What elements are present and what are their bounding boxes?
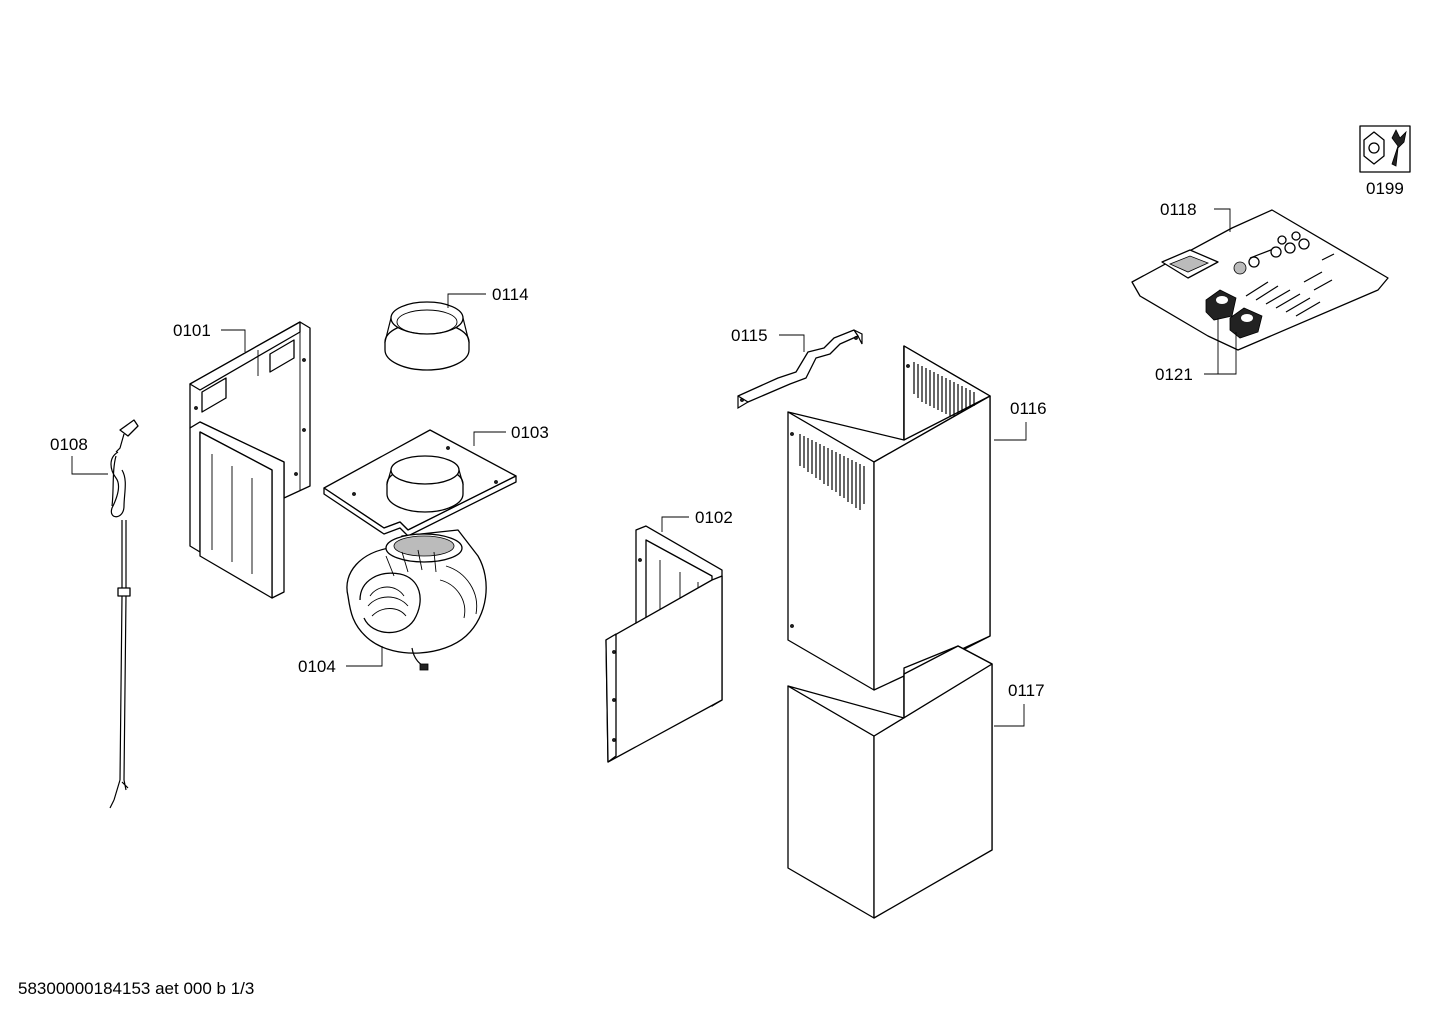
leader-0104 [346,646,383,667]
drawing-footer: 58300000184153 aet 000 b 1/3 [18,979,255,998]
label-0121[interactable]: 0121 [1155,365,1193,384]
accessory-bag-0118[interactable] [1131,209,1389,351]
hook-parts-0121[interactable] [1205,289,1263,339]
leader-0114 [447,293,486,308]
power-cord-0108[interactable] [109,419,139,809]
inner-frame-0102[interactable] [605,525,723,763]
leader-0116 [994,422,1027,441]
leader-0121 [1204,332,1237,375]
label-0102[interactable]: 0102 [695,508,733,527]
mounting-frame-0101[interactable] [189,321,311,599]
leader-0103 [473,431,506,446]
label-0115[interactable]: 0115 [731,326,768,345]
leader-0101 [221,329,246,352]
lower-chimney-0117[interactable] [787,645,993,919]
label-0103[interactable]: 0103 [511,423,549,442]
chimney-bracket-0115[interactable] [737,329,863,410]
label-0101[interactable]: 0101 [173,321,211,340]
duct-ring-0114[interactable] [384,301,470,371]
label-0118[interactable]: 0118 [1160,200,1197,219]
leader-0117 [994,704,1025,727]
label-0117[interactable]: 0117 [1008,681,1045,700]
label-0114[interactable]: 0114 [492,285,529,304]
blower-motor-0104[interactable] [346,529,487,671]
leader-0115 [779,334,805,352]
upper-chimney-0116[interactable] [787,345,991,691]
leader-0118 [1214,208,1231,232]
label-0116[interactable]: 0116 [1010,399,1047,418]
wrench-nut-icon[interactable] [1359,125,1411,173]
leader-0108 [71,456,108,475]
label-0104[interactable]: 0104 [298,657,336,676]
mounting-plate-0103[interactable] [323,429,517,537]
leader-0102 [661,516,689,532]
label-0199[interactable]: 0199 [1366,179,1404,198]
label-0108[interactable]: 0108 [50,435,88,454]
